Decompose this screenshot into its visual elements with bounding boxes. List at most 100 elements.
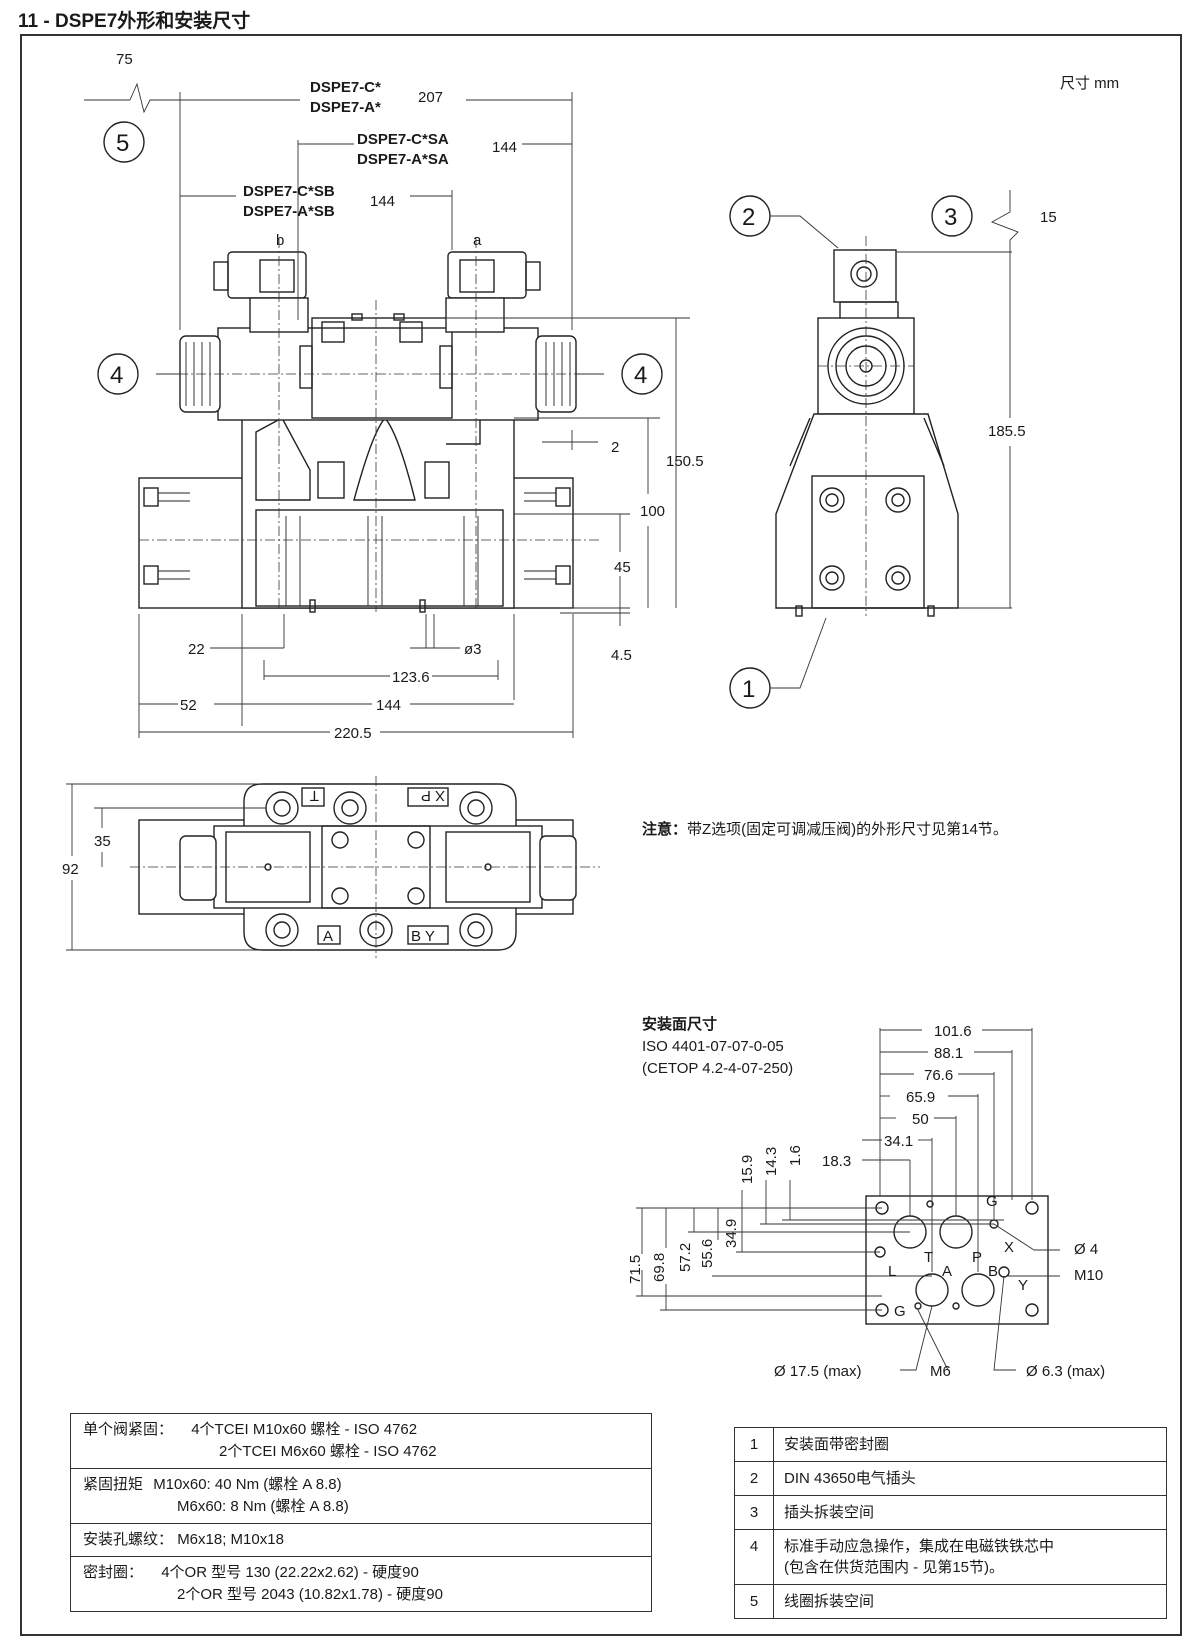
table-row: 紧固扭矩 M10x60: 40 Nm (螺栓 A 8.8) M6x60: 8 N… — [70, 1468, 652, 1524]
mdim-18-3: 18.3 — [822, 1153, 851, 1170]
row-line1: M6x18; M10x18 — [177, 1531, 284, 1548]
mounting-std1: ISO 4401-07-07-0-05 — [642, 1038, 784, 1055]
label-d17-5: Ø 17.5 (max) — [774, 1363, 862, 1380]
front-labels: 75 DSPE7-C* DSPE7-A* 207 DSPE7-C*SA DSPE… — [116, 51, 704, 742]
top-view: T X P A B Y 35 92 — [62, 776, 600, 958]
mdim-15-9: 15.9 — [739, 1155, 756, 1184]
label-dspe7-csa: DSPE7-C*SA — [357, 131, 449, 148]
row-line1: M10x60: 40 Nm (螺栓 A 8.8) — [153, 1476, 342, 1493]
legend-num: 5 — [734, 1584, 774, 1619]
row-line1: 4个TCEI M10x60 螺栓 - ISO 4762 — [191, 1421, 418, 1438]
port-a-top: A — [323, 928, 333, 945]
dim-22: 22 — [188, 641, 205, 658]
mounting-plate — [865, 1195, 1049, 1325]
dim-35: 35 — [94, 833, 111, 850]
fastening-table: 单个阀紧固： 4个TCEI M10x60 螺栓 - ISO 4762 2个TCE… — [70, 1413, 652, 1612]
solenoid-b-label: b — [276, 232, 284, 249]
mounting-surface — [636, 1028, 1060, 1371]
dim-d3: ø3 — [464, 641, 482, 658]
label-m10: M10 — [1074, 1267, 1103, 1284]
mdim-50: 50 — [912, 1111, 929, 1128]
note-label: 注意： — [642, 821, 688, 838]
port-xp-top: X P — [421, 787, 445, 804]
mounting-labels: 101.6 88.1 76.6 65.9 50 34.1 18.3 15.9 1… — [627, 1023, 1105, 1380]
port-p: P — [972, 1249, 982, 1266]
mdim-65-9: 65.9 — [906, 1089, 935, 1106]
mdim-14-3: 14.3 — [763, 1147, 780, 1176]
mdim-69-8: 69.8 — [651, 1253, 668, 1282]
dim-75: 75 — [116, 51, 133, 68]
legend-text: DIN 43650电气插头 — [773, 1461, 1167, 1496]
label-dspe7-c: DSPE7-C* — [310, 79, 381, 96]
mdim-55-6: 55.6 — [699, 1239, 716, 1268]
port-b: B — [988, 1263, 998, 1280]
callout-4-right: 4 — [634, 362, 647, 389]
legend-num: 4 — [734, 1529, 774, 1585]
callout-1: 1 — [742, 676, 755, 703]
mdim-57-2: 57.2 — [677, 1243, 694, 1272]
mounting-std2: (CETOP 4.2-4-07-250) — [642, 1060, 794, 1077]
legend-text-line1: 标准手动应急操作，集成在电磁铁铁芯中 — [784, 1538, 1055, 1555]
legend-text: 线圈拆装空间 — [773, 1584, 1167, 1619]
dim-100: 100 — [640, 503, 665, 520]
dim-92: 92 — [62, 861, 79, 878]
dim-45: 45 — [614, 559, 631, 576]
row-head: 安装孔螺纹： — [83, 1531, 174, 1548]
label-dspe7-a: DSPE7-A* — [310, 99, 381, 116]
port-a: A — [942, 1263, 952, 1280]
port-t: T — [924, 1249, 933, 1266]
solenoid-a-label: a — [473, 232, 482, 249]
row-line1: 4个OR 型号 130 (22.22x2.62) - 硬度90 — [161, 1564, 419, 1581]
mdim-88-1: 88.1 — [934, 1045, 963, 1062]
label-dspe7-asa: DSPE7-A*SA — [357, 151, 449, 168]
dim-185-5: 185.5 — [988, 423, 1026, 440]
dim-2: 2 — [611, 439, 619, 456]
mdim-34-1: 34.1 — [884, 1133, 913, 1150]
dim-123-6: 123.6 — [392, 669, 430, 686]
port-by-top: B Y — [411, 928, 435, 945]
dim-150-5: 150.5 — [666, 453, 704, 470]
row-head: 紧固扭矩 — [83, 1476, 144, 1493]
front-view — [138, 238, 600, 613]
label-d6-3: Ø 6.3 (max) — [1026, 1363, 1105, 1380]
dim-144c: 144 — [376, 697, 401, 714]
legend-num: 2 — [734, 1461, 774, 1496]
legend-text-line2: (包含在供货范围内 - 见第15节)。 — [784, 1559, 1005, 1576]
legend-text: 安装面带密封圈 — [773, 1427, 1167, 1462]
callout-4-left: 4 — [110, 362, 123, 389]
valve-body-side — [775, 413, 959, 609]
valve-body-center — [241, 417, 515, 609]
table-row: 4 标准手动应急操作，集成在电磁铁铁芯中 (包含在供货范围内 - 见第15节)。 — [734, 1529, 1167, 1585]
label-m6: M6 — [930, 1363, 951, 1380]
dim-4-5: 4.5 — [611, 647, 632, 664]
label-dspe7-asb: DSPE7-A*SB — [243, 203, 335, 220]
row-line2: 2个OR 型号 2043 (10.82x1.78) - 硬度90 — [177, 1586, 443, 1603]
legend-text: 标准手动应急操作，集成在电磁铁铁芯中 (包含在供货范围内 - 见第15节)。 — [773, 1529, 1167, 1585]
callout-5: 5 — [116, 130, 129, 157]
row-line2: 2个TCEI M6x60 螺栓 - ISO 4762 — [219, 1443, 437, 1460]
port-t-top: T — [310, 787, 319, 804]
dim-144a: 144 — [492, 139, 517, 156]
connector-side — [833, 249, 897, 303]
dim-220-5: 220.5 — [334, 725, 372, 742]
side-view: 15 185.5 — [775, 190, 1057, 617]
dim-207: 207 — [418, 89, 443, 106]
drawing-frame — [20, 34, 1182, 1636]
mdim-101-6: 101.6 — [934, 1023, 972, 1040]
legend-num: 3 — [734, 1495, 774, 1530]
table-row: 密封圈： 4个OR 型号 130 (22.22x2.62) - 硬度90 2个O… — [70, 1556, 652, 1612]
dim-144b: 144 — [370, 193, 395, 210]
row-head: 密封圈： — [83, 1564, 144, 1581]
dim-15: 15 — [1040, 209, 1057, 226]
mounting-title: 安装面尺寸 — [642, 1016, 718, 1033]
label-d4: Ø 4 — [1074, 1241, 1098, 1258]
label-dspe7-csb: DSPE7-C*SB — [243, 183, 335, 200]
port-x: X — [1004, 1239, 1014, 1256]
units-label: 尺寸 mm — [1060, 75, 1119, 92]
table-row: 单个阀紧固： 4个TCEI M10x60 螺栓 - ISO 4762 2个TCE… — [70, 1413, 652, 1469]
mdim-34-9: 34.9 — [723, 1219, 740, 1248]
page-title: 11 - DSPE7外形和安装尺寸 — [18, 11, 251, 32]
